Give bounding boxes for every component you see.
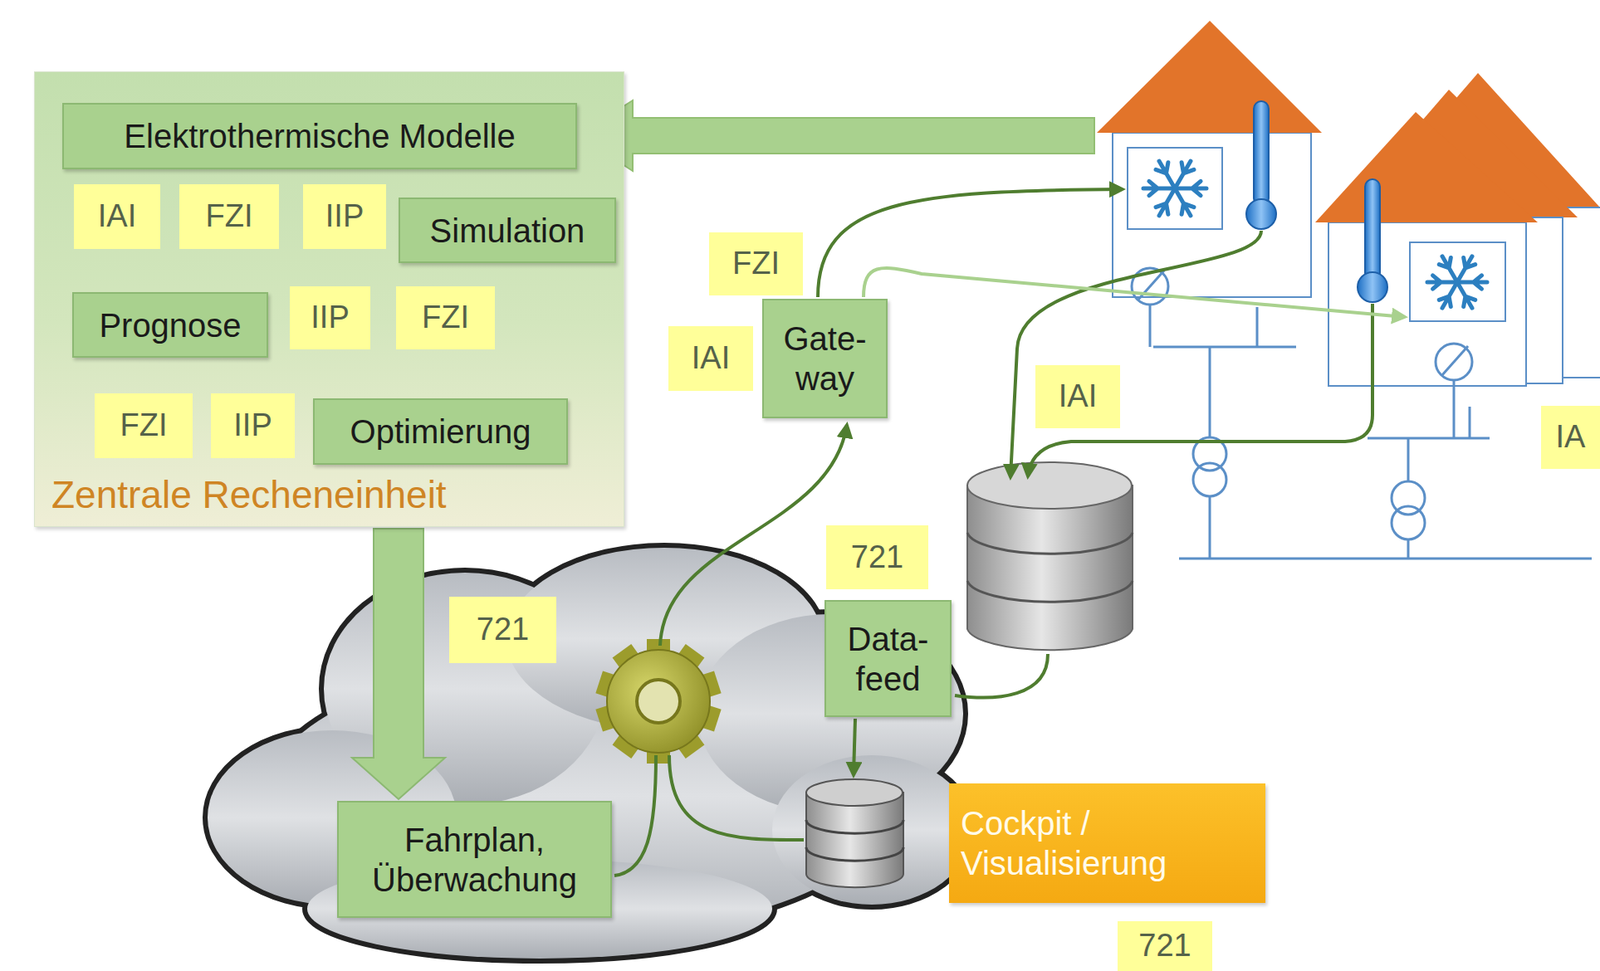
gear-icon (595, 639, 721, 764)
snowflake-stroke (1438, 282, 1458, 309)
snowflake-stroke (1457, 256, 1476, 283)
process-box: Data- feed (824, 600, 952, 718)
partner-tag: IAI (73, 184, 161, 250)
cloud-database (806, 779, 904, 888)
box-label: Fahrplan, Überwachung (347, 820, 602, 901)
partner-tag: 721 (1117, 921, 1213, 971)
box-label: Elektrothermische Modelle (123, 116, 515, 157)
tag-text: FZI (120, 406, 168, 446)
box-label: Prognose (98, 305, 241, 346)
box-label: Data- feed (834, 619, 942, 700)
partner-tag: IIP (210, 393, 295, 459)
house-1 (1096, 20, 1322, 298)
partner-tag: IAI (1035, 365, 1121, 429)
tag-text: FZI (421, 298, 470, 338)
tag-text: IA (1555, 418, 1586, 457)
process-box: Optimierung (313, 398, 568, 465)
tag-text: IIP (233, 406, 272, 446)
tag-text: IIP (310, 298, 349, 338)
computing-unit-panel: Zentrale Recheneinheit Elektrothermische … (34, 71, 625, 528)
partner-tag: 721 (449, 596, 557, 664)
process-box: Elektrothermische Modelle (62, 102, 578, 170)
tag-text: 721 (1138, 927, 1191, 966)
box-label: Cockpit / Visualisierung (960, 803, 1254, 884)
partner-tag: FZI (179, 184, 279, 250)
partner-tag: IAI (668, 326, 754, 392)
partner-tag: FZI (94, 393, 193, 459)
cockpit-box: Cockpit / Visualisierung (949, 783, 1266, 904)
snowflake-stroke (1174, 161, 1194, 189)
house-2 (1315, 112, 1538, 387)
snowflake-stroke (1457, 282, 1476, 309)
tag-text: 721 (476, 611, 529, 650)
process-box: Fahrplan, Überwachung (337, 801, 612, 919)
snowflake-stroke (1155, 188, 1175, 216)
process-box: Gate- way (762, 298, 888, 419)
model-input-arrow (577, 100, 1095, 172)
snowflake-stroke (1438, 256, 1458, 283)
tag-text: FZI (205, 197, 254, 236)
control-line-house-2 (863, 268, 1405, 318)
cloud-outline (207, 548, 972, 960)
tag-text: IAI (97, 197, 137, 236)
box-label: Optimierung (350, 411, 532, 452)
cloud-fill (207, 548, 972, 960)
box-label: Gate- way (772, 318, 878, 399)
partner-tag: IA (1541, 406, 1600, 470)
tag-text: 721 (851, 538, 904, 578)
partner-tag: IIP (289, 286, 371, 350)
data-lines (614, 189, 1373, 876)
partner-tag: FZI (709, 232, 803, 296)
partner-tag: 721 (826, 525, 929, 590)
process-box: Simulation (398, 197, 617, 264)
partner-tag: FZI (396, 286, 495, 350)
panel-title: Zentrale Recheneinheit (51, 474, 447, 517)
tag-text: IIP (325, 197, 364, 236)
tag-text: IAI (691, 339, 730, 378)
partner-tag: IIP (303, 184, 387, 250)
schedule-arrow (352, 528, 446, 800)
database (967, 462, 1133, 651)
process-box: Prognose (72, 292, 269, 358)
snowflake-stroke (1174, 188, 1194, 216)
tag-text: IAI (1058, 377, 1097, 416)
box-label: Simulation (430, 210, 586, 251)
snowflake-icons (1143, 161, 1488, 309)
tag-text: FZI (732, 244, 780, 284)
snowflake-stroke (1155, 161, 1175, 189)
